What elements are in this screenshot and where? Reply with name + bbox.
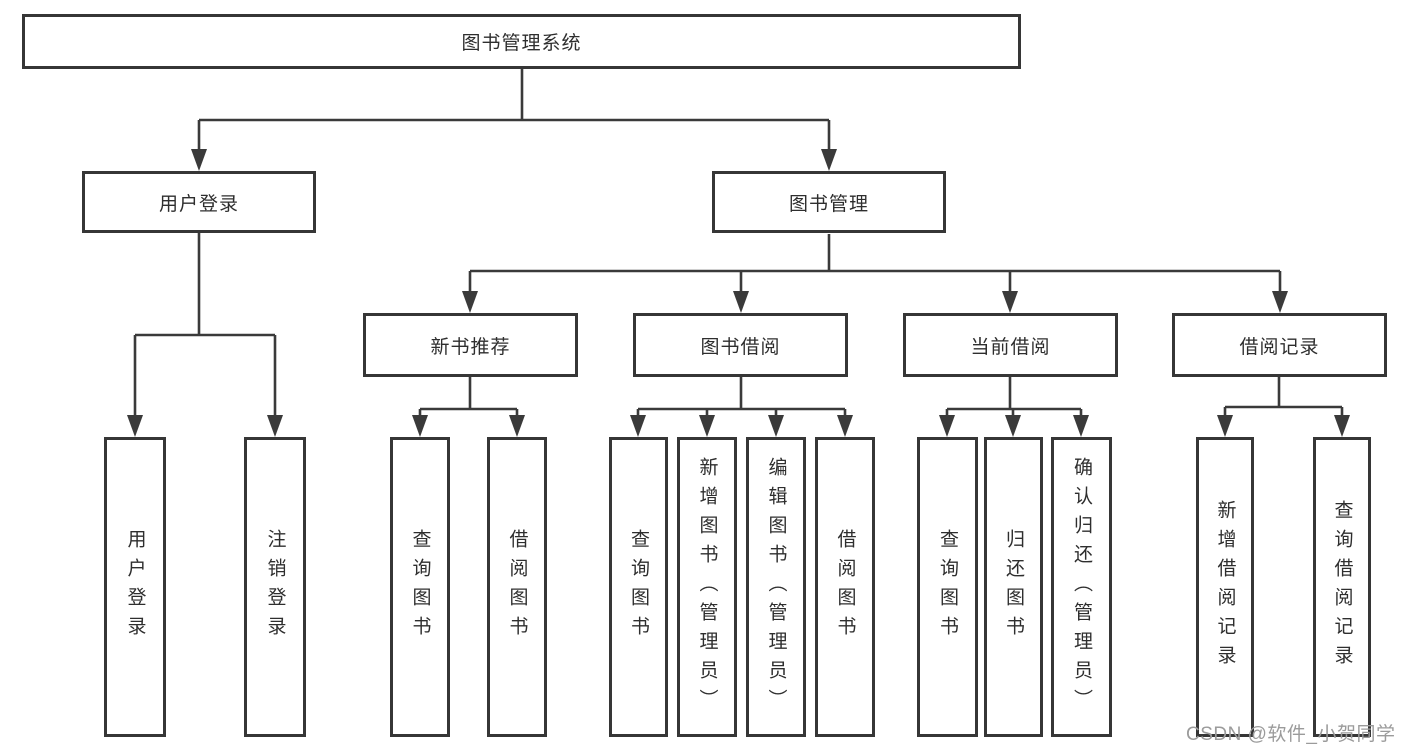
node-current-confirm-return-admin: 确认归还（管理员） xyxy=(1051,437,1112,737)
node-label: 用户登录 xyxy=(124,529,146,645)
node-label: 编辑图书（管理员） xyxy=(765,456,787,718)
node-label: 借阅图书 xyxy=(834,529,856,645)
node-label: 新书推荐 xyxy=(430,336,511,358)
node-label: 用户登录 xyxy=(158,193,239,215)
node-borrowing-add-books-admin: 新增图书（管理员） xyxy=(677,437,737,737)
node-label: 查询图书 xyxy=(628,529,649,645)
node-borrowing-borrow-books: 借阅图书 xyxy=(815,437,875,737)
node-label: 新增图书（管理员） xyxy=(696,456,718,718)
node-label: 图书管理 xyxy=(788,193,869,215)
node-current-query-books: 查询图书 xyxy=(917,437,978,737)
node-label: 注销登录 xyxy=(264,529,286,645)
node-user-login-leaf: 用户登录 xyxy=(104,437,166,737)
node-new-book-recommendation: 新书推荐 xyxy=(363,313,578,377)
node-label: 查询图书 xyxy=(409,529,431,645)
csdn-watermark: CSDN @软件_小贺同学 xyxy=(1186,724,1396,745)
node-label: 当前借阅 xyxy=(970,336,1051,358)
node-borrowing-query-books: 查询图书 xyxy=(609,437,668,737)
node-current-borrowing: 当前借阅 xyxy=(903,313,1118,377)
node-label: 确认归还（管理员） xyxy=(1071,456,1092,718)
node-borrowing-records: 借阅记录 xyxy=(1172,313,1387,377)
node-label: 图书借阅 xyxy=(700,336,781,358)
node-current-return-books: 归还图书 xyxy=(984,437,1043,737)
node-label: 查询借阅记录 xyxy=(1331,500,1353,674)
node-book-borrowing: 图书借阅 xyxy=(633,313,848,377)
node-label: 归还图书 xyxy=(1003,529,1024,645)
node-label: 借阅图书 xyxy=(506,529,528,645)
node-records-query-record: 查询借阅记录 xyxy=(1313,437,1371,737)
node-library-management-system: 图书管理系统 xyxy=(22,14,1021,69)
node-user-login: 用户登录 xyxy=(82,171,316,233)
node-label: 查询图书 xyxy=(937,529,958,645)
node-label: 新增借阅记录 xyxy=(1214,500,1236,674)
node-borrowing-edit-books-admin: 编辑图书（管理员） xyxy=(746,437,806,737)
node-label: 图书管理系统 xyxy=(461,33,582,54)
node-label: 借阅记录 xyxy=(1239,336,1320,358)
node-newrec-query-books: 查询图书 xyxy=(390,437,450,737)
node-newrec-borrow-books: 借阅图书 xyxy=(487,437,547,737)
arrowheads xyxy=(127,149,1350,437)
node-records-add-record: 新增借阅记录 xyxy=(1196,437,1254,737)
node-logout: 注销登录 xyxy=(244,437,306,737)
node-book-management: 图书管理 xyxy=(712,171,946,233)
